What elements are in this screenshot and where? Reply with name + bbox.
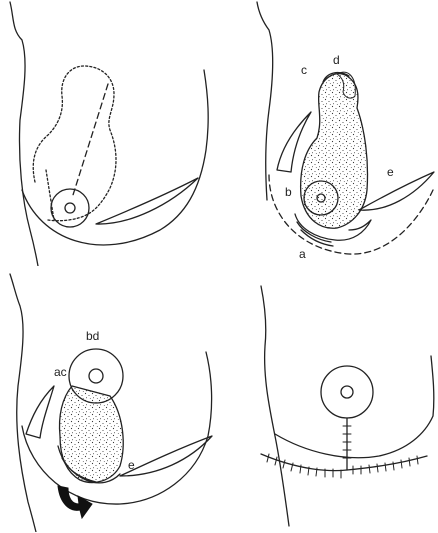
label-c: c xyxy=(301,63,307,77)
medial-pillar-ac xyxy=(26,386,54,438)
breast-contour xyxy=(275,356,434,458)
pedicle-axis xyxy=(73,84,108,195)
label-a: a xyxy=(299,247,306,261)
nipple xyxy=(341,386,353,398)
torso-outline xyxy=(10,274,36,532)
panel-preoperative-markings xyxy=(0,0,219,266)
nipple xyxy=(89,369,103,383)
panel-pedicle-dissection: c d b e a xyxy=(219,0,438,266)
torso-outline xyxy=(257,2,273,200)
keyhole-pattern xyxy=(33,66,116,221)
nipple xyxy=(65,203,75,213)
curved-rotation-arrow-icon xyxy=(58,486,92,518)
breast-contour xyxy=(22,70,208,245)
pedicle-flap xyxy=(301,74,368,229)
label-e: e xyxy=(128,458,135,472)
areola-final xyxy=(321,366,373,418)
inframammary-wedge xyxy=(359,172,434,210)
panel-final-closure xyxy=(219,266,438,532)
vertical-limb-marking xyxy=(46,170,54,220)
label-e: e xyxy=(387,165,394,179)
label-bd: bd xyxy=(86,329,99,343)
inframammary-suture-ticks xyxy=(267,454,418,478)
panel-nipple-transposition: bd ac e xyxy=(0,266,219,532)
label-b: b xyxy=(285,185,292,199)
label-ac: ac xyxy=(54,365,67,379)
label-d: d xyxy=(333,53,340,67)
areola xyxy=(51,189,89,227)
torso-outline xyxy=(10,2,38,266)
torso-outline xyxy=(261,286,289,526)
